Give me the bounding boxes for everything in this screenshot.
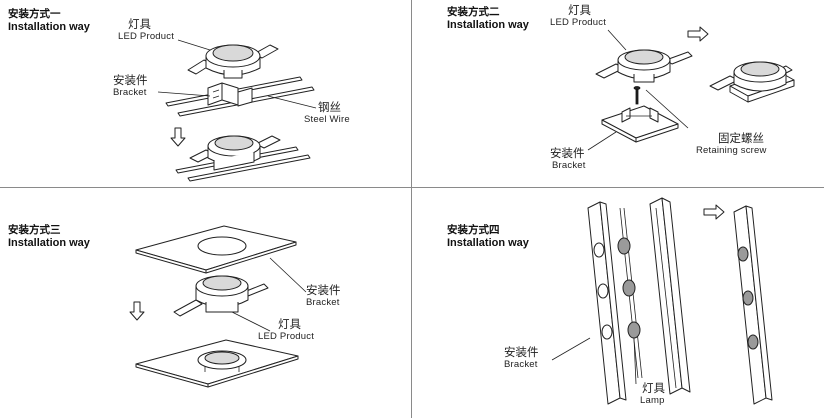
label-zh: 钢丝 [318, 102, 341, 114]
panel-title-zh: 安装方式一 [8, 8, 61, 20]
label-bracket: 安装件 Bracket [504, 347, 539, 370]
assembled-product-drawing [175, 135, 311, 182]
led-product-drawing [173, 275, 269, 317]
panel-title-zh: 安装方式二 [447, 6, 500, 18]
label-lamp: 灯具 Lamp [640, 383, 665, 406]
label-en: Retaining screw [696, 145, 767, 156]
panel-title-en: Installation way [8, 21, 90, 33]
bracket-strip-drawing [587, 201, 627, 405]
panel-title: 安装方式二 Installation way [447, 6, 529, 32]
arrow-right-icon [687, 26, 709, 42]
diagram-way-4 [551, 197, 773, 405]
channel-strip-drawing [649, 197, 691, 395]
label-zh: 安装件 [550, 148, 585, 160]
installation-panel-4: 安装方式四 Installation way [412, 188, 824, 418]
diagram-way-2 [587, 26, 795, 151]
label-en: LED Product [258, 331, 315, 342]
panel-title-en: Installation way [447, 19, 529, 31]
label-zh: 灯具 [568, 5, 591, 17]
arrow-down-icon [170, 127, 186, 147]
assembled-product-drawing [709, 61, 795, 103]
label-zh: 固定螺丝 [718, 133, 764, 145]
label-en: LED Product [550, 17, 607, 28]
label-en: Bracket [504, 359, 538, 370]
installation-panel-1: 安装方式一 Installation way [0, 0, 412, 187]
mounting-panel-drawing [135, 225, 297, 274]
label-led-product: 灯具 LED Product [550, 5, 607, 28]
label-en: Bracket [306, 297, 340, 308]
retaining-screw-drawing [633, 86, 641, 105]
panel-title-en: Installation way [447, 237, 529, 249]
label-en: Bracket [552, 160, 586, 171]
panel-title: 安装方式三 Installation way [8, 224, 90, 250]
installation-panel-3: 安装方式三 Installation way [0, 188, 412, 418]
panel-title-en: Installation way [8, 237, 90, 249]
panel-title: 安装方式四 Installation way [447, 224, 529, 250]
label-led-product: 灯具 LED Product [118, 19, 175, 42]
arrow-down-icon [129, 301, 145, 321]
label-bracket: 安装件 Bracket [113, 75, 148, 98]
diagram-way-3 [129, 225, 307, 388]
bracket-drawing [601, 105, 679, 143]
diagram-way-1 [157, 39, 317, 182]
panel-title: 安装方式一 Installation way [8, 8, 90, 34]
assembled-product-drawing [135, 339, 299, 388]
panel-title-zh: 安装方式三 [8, 224, 61, 236]
label-steel-wire: 钢丝 Steel Wire [304, 102, 350, 125]
label-led-product: 灯具 LED Product [258, 319, 315, 342]
vertical-divider [411, 0, 412, 418]
bracket-drawing [207, 82, 253, 107]
label-zh: 安装件 [306, 285, 341, 297]
label-bracket: 安装件 Bracket [306, 285, 341, 308]
label-en: LED Product [118, 31, 175, 42]
label-zh: 灯具 [128, 19, 151, 31]
horizontal-divider [0, 187, 824, 188]
label-zh: 安装件 [504, 347, 539, 359]
label-zh: 灯具 [278, 319, 301, 331]
led-product-drawing [187, 44, 279, 79]
label-en: Bracket [113, 87, 147, 98]
panel-title-zh: 安装方式四 [447, 224, 500, 236]
label-zh: 安装件 [113, 75, 148, 87]
arrow-right-icon [703, 204, 725, 220]
label-retaining-screw: 固定螺丝 Retaining screw [696, 133, 767, 156]
installation-panel-2: 安装方式二 Installation way [412, 0, 824, 187]
label-en: Steel Wire [304, 114, 350, 125]
label-bracket: 安装件 Bracket [550, 148, 586, 171]
led-product-drawing [595, 49, 693, 83]
label-en: Lamp [640, 395, 665, 406]
label-zh: 灯具 [642, 383, 665, 395]
assembled-product-drawing [733, 205, 773, 405]
